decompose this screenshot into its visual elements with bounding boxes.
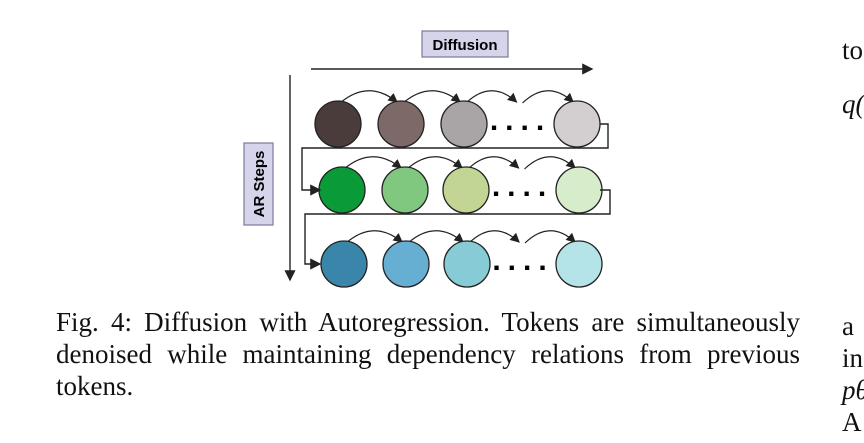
dependency-arc [524, 230, 576, 244]
ellipsis-dots: .... [492, 170, 553, 203]
ar-steps-label: AR Steps [251, 151, 268, 218]
ellipsis-dots: .... [490, 104, 551, 137]
token-circle [382, 240, 430, 288]
token-circle [381, 166, 429, 214]
token-circle [318, 166, 366, 214]
dependency-arc [407, 230, 464, 244]
token-circle [553, 100, 601, 148]
right-text-fragment: in [842, 343, 864, 373]
token-circle [555, 166, 603, 214]
token-circle [555, 240, 603, 288]
dependency-arc [468, 230, 520, 244]
diffusion-label: Diffusion [433, 37, 498, 54]
right-math-fragment: pθ [842, 375, 864, 405]
dependency-arc [402, 90, 461, 104]
token-circle [442, 166, 490, 214]
right-text-fragment: a [842, 311, 854, 341]
token-rows: ............ [314, 90, 603, 288]
dependency-arc [465, 90, 518, 104]
dependency-arc [467, 156, 520, 170]
right-math-fragment: q( [842, 89, 864, 119]
token-circle [320, 240, 368, 288]
figure-caption: Fig. 4: Diffusion with Autoregression. T… [56, 307, 800, 401]
diffusion-label-bg [421, 30, 509, 58]
dependency-arc [524, 156, 576, 170]
dependency-arc [345, 230, 403, 244]
right-text-fragment: to [842, 35, 864, 65]
right-text-fragment: A [842, 407, 862, 437]
dependency-arc [406, 156, 463, 170]
ar-steps-label-bg [243, 142, 274, 226]
ellipsis-dots: .... [492, 244, 553, 277]
row-connector-1 [301, 123, 609, 196]
dependency-arc [522, 90, 574, 104]
diffusion-label-box: Diffusion [421, 30, 509, 58]
ar-steps-label-box: AR Steps [243, 142, 274, 226]
token-circle [377, 100, 425, 148]
figure-diagram: Diffusion AR Steps ............ [243, 30, 611, 288]
row-connector-2 [304, 189, 611, 270]
token-circle [314, 100, 362, 148]
token-circle [443, 240, 491, 288]
dependency-arc [343, 156, 402, 170]
dependency-arc [339, 90, 398, 104]
token-circle [440, 100, 488, 148]
